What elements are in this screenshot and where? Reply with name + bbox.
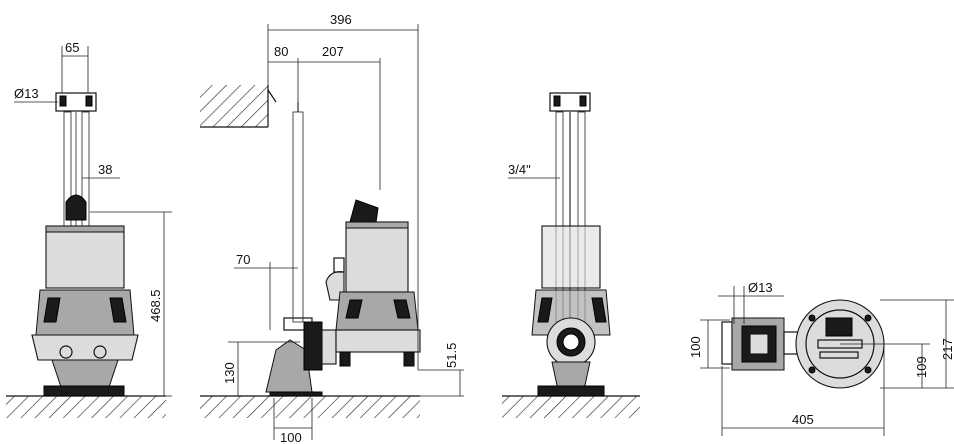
side-dim-overall: 396: [330, 12, 352, 27]
rear-rail-bracket: [549, 92, 591, 112]
plan-dim-length: 405: [792, 412, 814, 427]
side-dim-guide: 70: [236, 252, 250, 267]
front-view: 65 Ø13 38 468.5: [6, 40, 172, 418]
front-motor: [45, 225, 125, 289]
side-motor: [345, 221, 409, 293]
side-guide-tube: [292, 111, 304, 323]
rear-dim-thread: 3/4": [508, 162, 531, 177]
side-dim-wall: 80: [274, 44, 288, 59]
side-dim-base-height: 130: [222, 362, 237, 384]
plan-dim-center: 109: [914, 356, 929, 378]
plan-dim-width: 217: [940, 338, 954, 360]
front-dim-height: 468.5: [148, 289, 163, 322]
plan-dim-hole: Ø13: [748, 280, 773, 295]
plan-bracket: [721, 321, 733, 365]
front-base: [31, 334, 139, 361]
plan-dim-flange: 100: [688, 336, 703, 358]
side-handle: [349, 199, 379, 223]
side-dim-center: 207: [322, 44, 344, 59]
side-floor-hatch: [200, 396, 420, 418]
front-dim-width: 65: [65, 40, 79, 55]
front-handle: [65, 194, 87, 221]
side-base: [335, 329, 421, 353]
side-dim-base-width: 100: [280, 430, 302, 444]
front-floor-hatch: [6, 396, 166, 418]
front-dim-offset: 38: [98, 162, 112, 177]
side-view: 396 80 207 70 130 51.5 100: [200, 12, 464, 444]
rear-motor: [541, 225, 601, 289]
side-dim-outlet-height: 51.5: [444, 343, 459, 368]
side-wall-hatch: [200, 85, 268, 127]
plan-view: Ø13 100 217 109 405: [688, 280, 954, 436]
front-dim-hole: Ø13: [14, 86, 39, 101]
rear-floor-hatch: [502, 396, 640, 418]
rear-view: 3/4": [502, 92, 640, 418]
